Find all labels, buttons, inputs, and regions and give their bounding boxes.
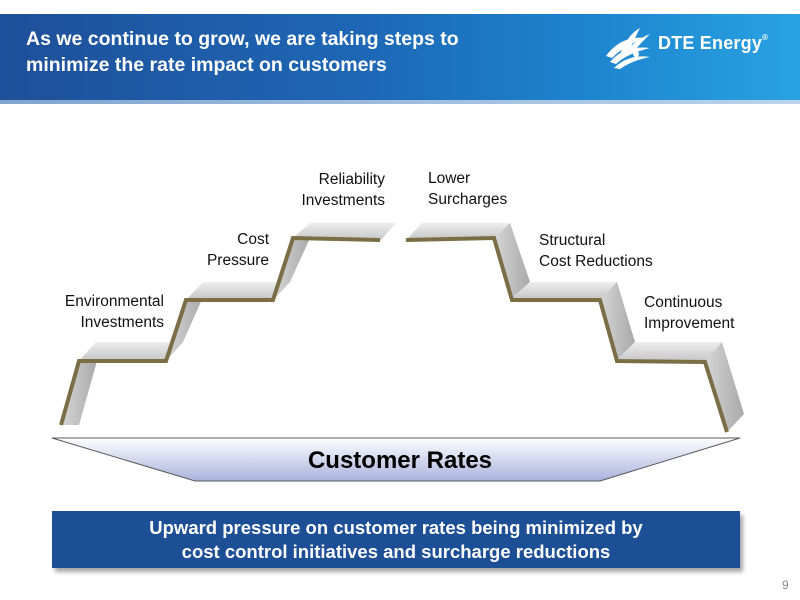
label-structural-cost-reductions: Structural Cost Reductions: [539, 230, 653, 272]
label-continuous-improvement-line-2: Improvement: [644, 315, 735, 332]
label-lower-surcharges-line-2: Surcharges: [428, 191, 508, 208]
step-down-tread-1: [406, 223, 510, 240]
step-down-riser-1: [494, 223, 530, 298]
step-up-riser-3: [273, 238, 310, 300]
sun-burst-logo-icon: [606, 28, 650, 69]
summary-callout-line-1: Upward pressure on customer rates being …: [149, 516, 643, 538]
label-environmental-investments-line-2: Investments: [80, 314, 164, 331]
label-reliability-investments-line-1: Reliability: [318, 171, 385, 188]
label-continuous-improvement: Continuous Improvement: [644, 292, 734, 334]
header-banner: [0, 14, 800, 100]
step-up-tread-2: [186, 282, 290, 300]
ascending-steps: [59, 223, 396, 426]
page-number: 9: [782, 578, 789, 592]
step-down-tread-2: [512, 282, 617, 300]
label-reliability-investments-line-2: Investments: [301, 192, 385, 209]
label-structural-cost-reductions-line-1: Structural: [539, 232, 606, 249]
step-down-edge: [405, 235, 729, 433]
step-up-tread-1: [79, 342, 183, 361]
step-up-riser-2: [166, 297, 203, 361]
descending-steps: [405, 223, 744, 433]
customer-rates-label: Customer Rates: [307, 447, 493, 474]
label-lower-surcharges: Lower Surcharges: [428, 168, 507, 210]
label-reliability-investments: Reliability Investments: [260, 169, 385, 211]
label-environmental-investments: Environmental Investments: [40, 291, 164, 333]
step-up-riser-1: [61, 361, 97, 425]
summary-callout-line-2: cost control initiatives and surcharge r…: [181, 540, 611, 562]
slide-title-line-1: As we continue to grow, we are taking st…: [26, 28, 459, 50]
step-down-riser-3: [705, 342, 744, 432]
label-lower-surcharges-line-1: Lower: [428, 170, 471, 187]
label-structural-cost-reductions-line-2: Cost Reductions: [539, 253, 653, 270]
logo-wordmark: DTE Energy®: [658, 33, 768, 54]
summary-callout: Upward pressure on customer rates being …: [52, 511, 740, 568]
slide-title-line-2: minimize the rate impact on customers: [26, 54, 387, 76]
logo-trademark: ®: [762, 33, 769, 42]
label-cost-pressure-line-2: Pressure: [206, 252, 269, 269]
label-cost-pressure-line-1: Cost: [237, 231, 269, 248]
label-environmental-investments-line-1: Environmental: [64, 293, 164, 310]
dte-energy-logo: DTE Energy®: [600, 24, 790, 74]
label-continuous-improvement-line-1: Continuous: [644, 294, 723, 311]
slide-title: As we continue to grow, we are taking st…: [26, 26, 586, 78]
label-cost-pressure: Cost Pressure: [150, 229, 269, 271]
step-down-riser-2: [600, 282, 635, 360]
step-up-tread-3: [293, 223, 396, 241]
step-up-edge: [59, 235, 381, 426]
header-divider: [0, 100, 800, 104]
customer-rates-base: [51, 437, 741, 482]
logo-wordmark-text: DTE Energy: [658, 33, 763, 53]
step-down-tread-3: [617, 342, 722, 362]
